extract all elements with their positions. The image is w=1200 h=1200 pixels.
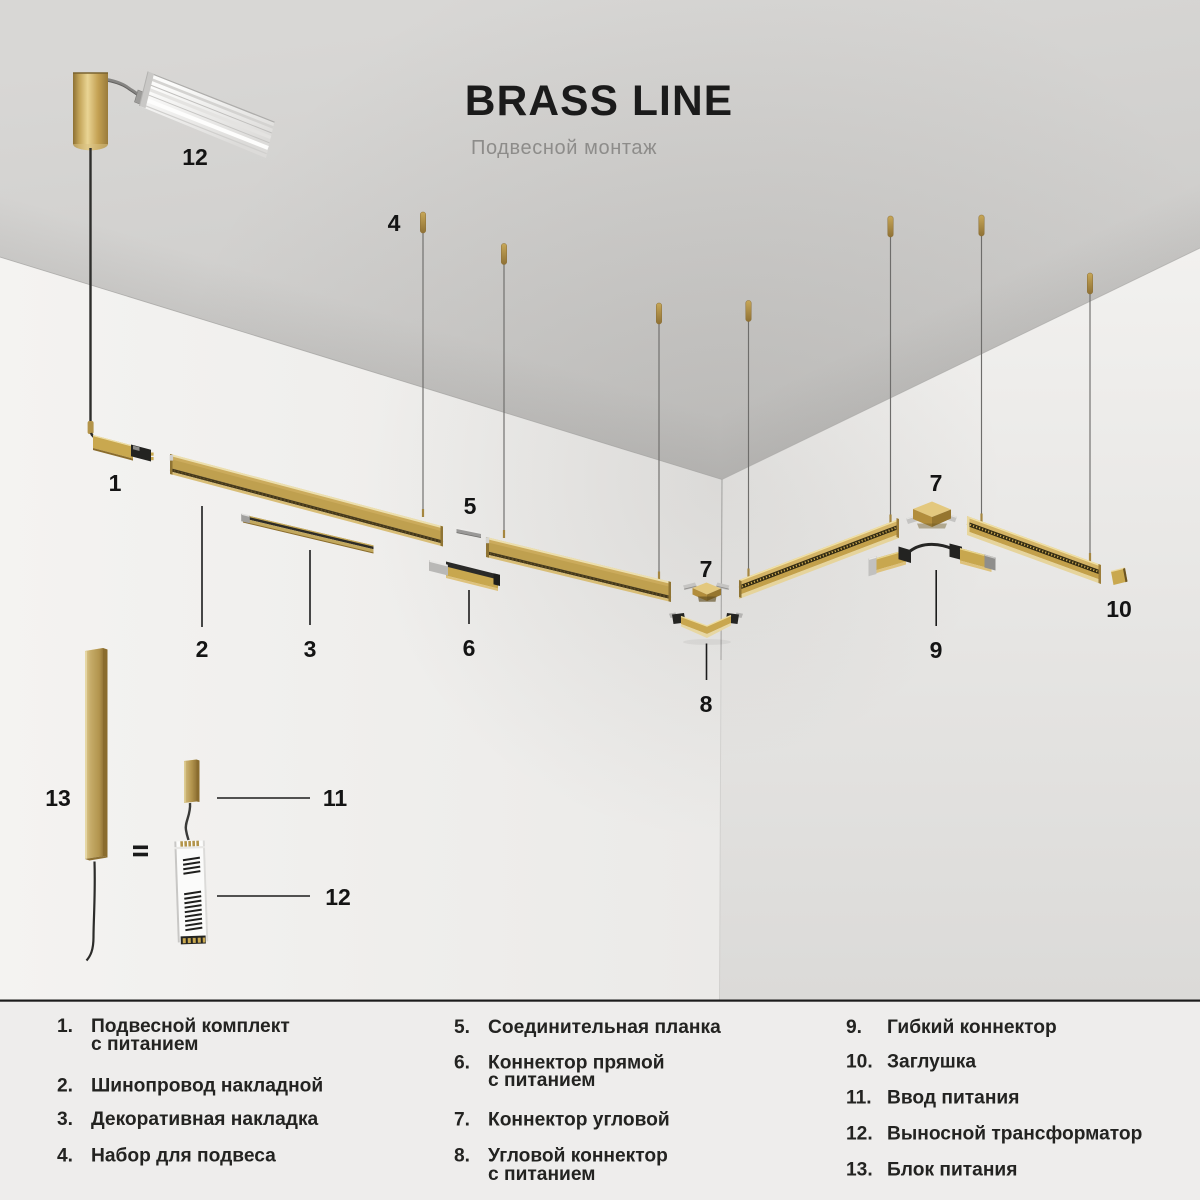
svg-text:3: 3: [304, 636, 317, 662]
svg-text:13.: 13.: [846, 1160, 873, 1181]
svg-text:11: 11: [323, 785, 348, 811]
svg-text:7.: 7.: [454, 1110, 470, 1131]
svg-text:Блок питания: Блок питания: [887, 1160, 1017, 1181]
svg-text:12.: 12.: [846, 1124, 873, 1145]
svg-text:12: 12: [325, 884, 351, 910]
svg-text:Набор для подвеса: Набор для подвеса: [91, 1146, 276, 1167]
svg-text:12: 12: [182, 144, 208, 170]
svg-text:BRASS LINE: BRASS LINE: [465, 78, 733, 125]
svg-text:2: 2: [196, 636, 209, 662]
svg-text:10.: 10.: [846, 1052, 873, 1073]
svg-text:3.: 3.: [57, 1109, 73, 1130]
svg-text:6.: 6.: [454, 1053, 470, 1074]
svg-text:Заглушка: Заглушка: [887, 1052, 976, 1073]
svg-text:8.: 8.: [454, 1146, 470, 1167]
svg-text:Коннектор прямой: Коннектор прямой: [488, 1053, 665, 1074]
svg-text:2.: 2.: [57, 1076, 73, 1097]
svg-text:с питанием: с питанием: [488, 1070, 595, 1091]
svg-text:9.: 9.: [846, 1017, 862, 1038]
svg-text:8: 8: [700, 691, 713, 717]
svg-text:Декоративная накладка: Декоративная накладка: [91, 1109, 319, 1130]
svg-text:7: 7: [700, 556, 713, 582]
svg-text:Подвесной монтаж: Подвесной монтаж: [471, 137, 657, 159]
svg-text:Ввод питания: Ввод питания: [887, 1088, 1019, 1109]
svg-text:4.: 4.: [57, 1146, 73, 1167]
svg-text:Выносной трансформатор: Выносной трансформатор: [887, 1124, 1142, 1145]
svg-text:1: 1: [109, 470, 122, 496]
svg-text:9: 9: [930, 637, 943, 663]
svg-text:7: 7: [930, 470, 943, 496]
svg-text:13: 13: [45, 785, 71, 811]
svg-text:с питанием: с питанием: [91, 1034, 198, 1055]
svg-text:Соединительная планка: Соединительная планка: [488, 1017, 721, 1038]
svg-text:Шинопровод накладной: Шинопровод накладной: [91, 1076, 323, 1097]
svg-text:1.: 1.: [57, 1016, 73, 1037]
svg-text:Коннектор угловой: Коннектор угловой: [488, 1110, 670, 1131]
svg-text:10: 10: [1106, 596, 1132, 622]
svg-text:Подвесной комплект: Подвесной комплект: [91, 1016, 290, 1037]
svg-text:6: 6: [463, 635, 476, 661]
svg-text:5: 5: [464, 493, 477, 519]
svg-text:Угловой коннектор: Угловой коннектор: [488, 1146, 668, 1167]
svg-text:с питанием: с питанием: [488, 1164, 595, 1185]
svg-text:11.: 11.: [846, 1088, 872, 1109]
svg-text:4: 4: [388, 210, 401, 236]
svg-text:5.: 5.: [454, 1017, 470, 1038]
svg-text:Гибкий коннектор: Гибкий коннектор: [887, 1017, 1057, 1038]
